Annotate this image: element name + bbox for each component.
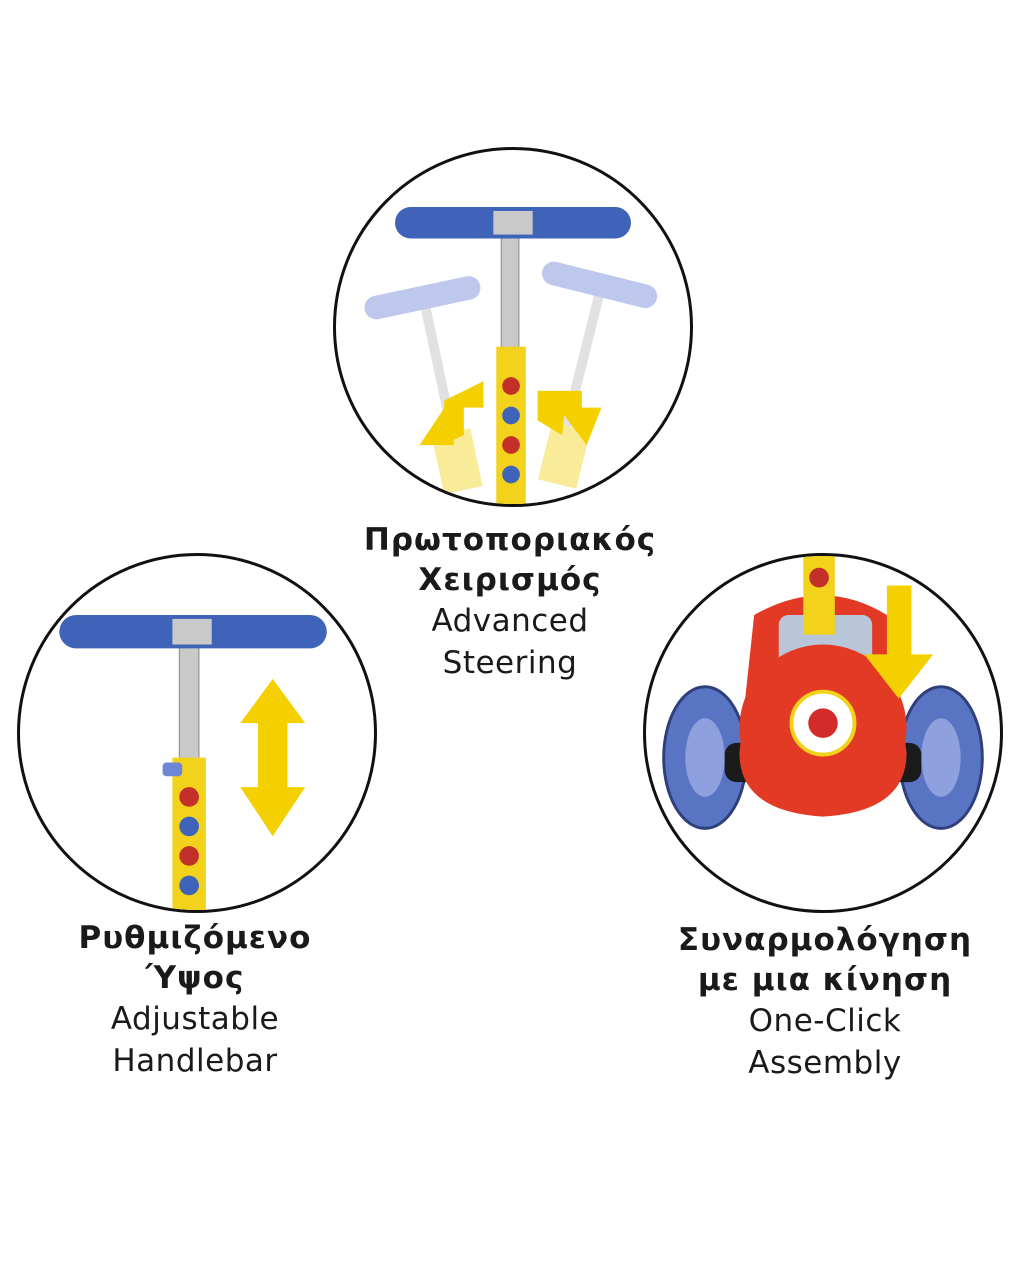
assembly-title-gr-1: Συναρμολόγηση (677, 922, 973, 958)
assembly-scooter-image (662, 556, 984, 830)
steering-illustration (333, 147, 693, 507)
height-title-gr-2: Ύψος (145, 960, 245, 996)
assembly-illustration (643, 553, 1003, 913)
assembly-title-en-2: Assembly (748, 1045, 902, 1081)
steering-title-en-2: Steering (442, 645, 578, 681)
assembly-title-en-1: One-Click (748, 1003, 902, 1039)
steering-caption: Πρωτοποριακός Χειρισμός Advanced Steerin… (340, 520, 680, 684)
assembly-title-gr-2: με μια κίνηση (697, 962, 953, 998)
steering-scooter-image (364, 207, 658, 504)
steering-title-gr-1: Πρωτοποριακός (363, 522, 657, 558)
steering-title-gr-2: Χειρισμός (418, 562, 602, 598)
adjustable-height-illustration (17, 553, 377, 913)
height-title-en-2: Handlebar (112, 1043, 278, 1079)
adjustable-height-caption: Ρυθμιζόμενο Ύψος Adjustable Handlebar (30, 918, 360, 1082)
adjustable-height-scooter-image (59, 615, 327, 910)
assembly-caption: Συναρμολόγηση με μια κίνηση One-Click As… (650, 920, 1000, 1084)
height-title-gr-1: Ρυθμιζόμενο (78, 920, 312, 956)
height-title-en-1: Adjustable (110, 1001, 280, 1037)
steering-title-en-1: Advanced (431, 603, 589, 639)
